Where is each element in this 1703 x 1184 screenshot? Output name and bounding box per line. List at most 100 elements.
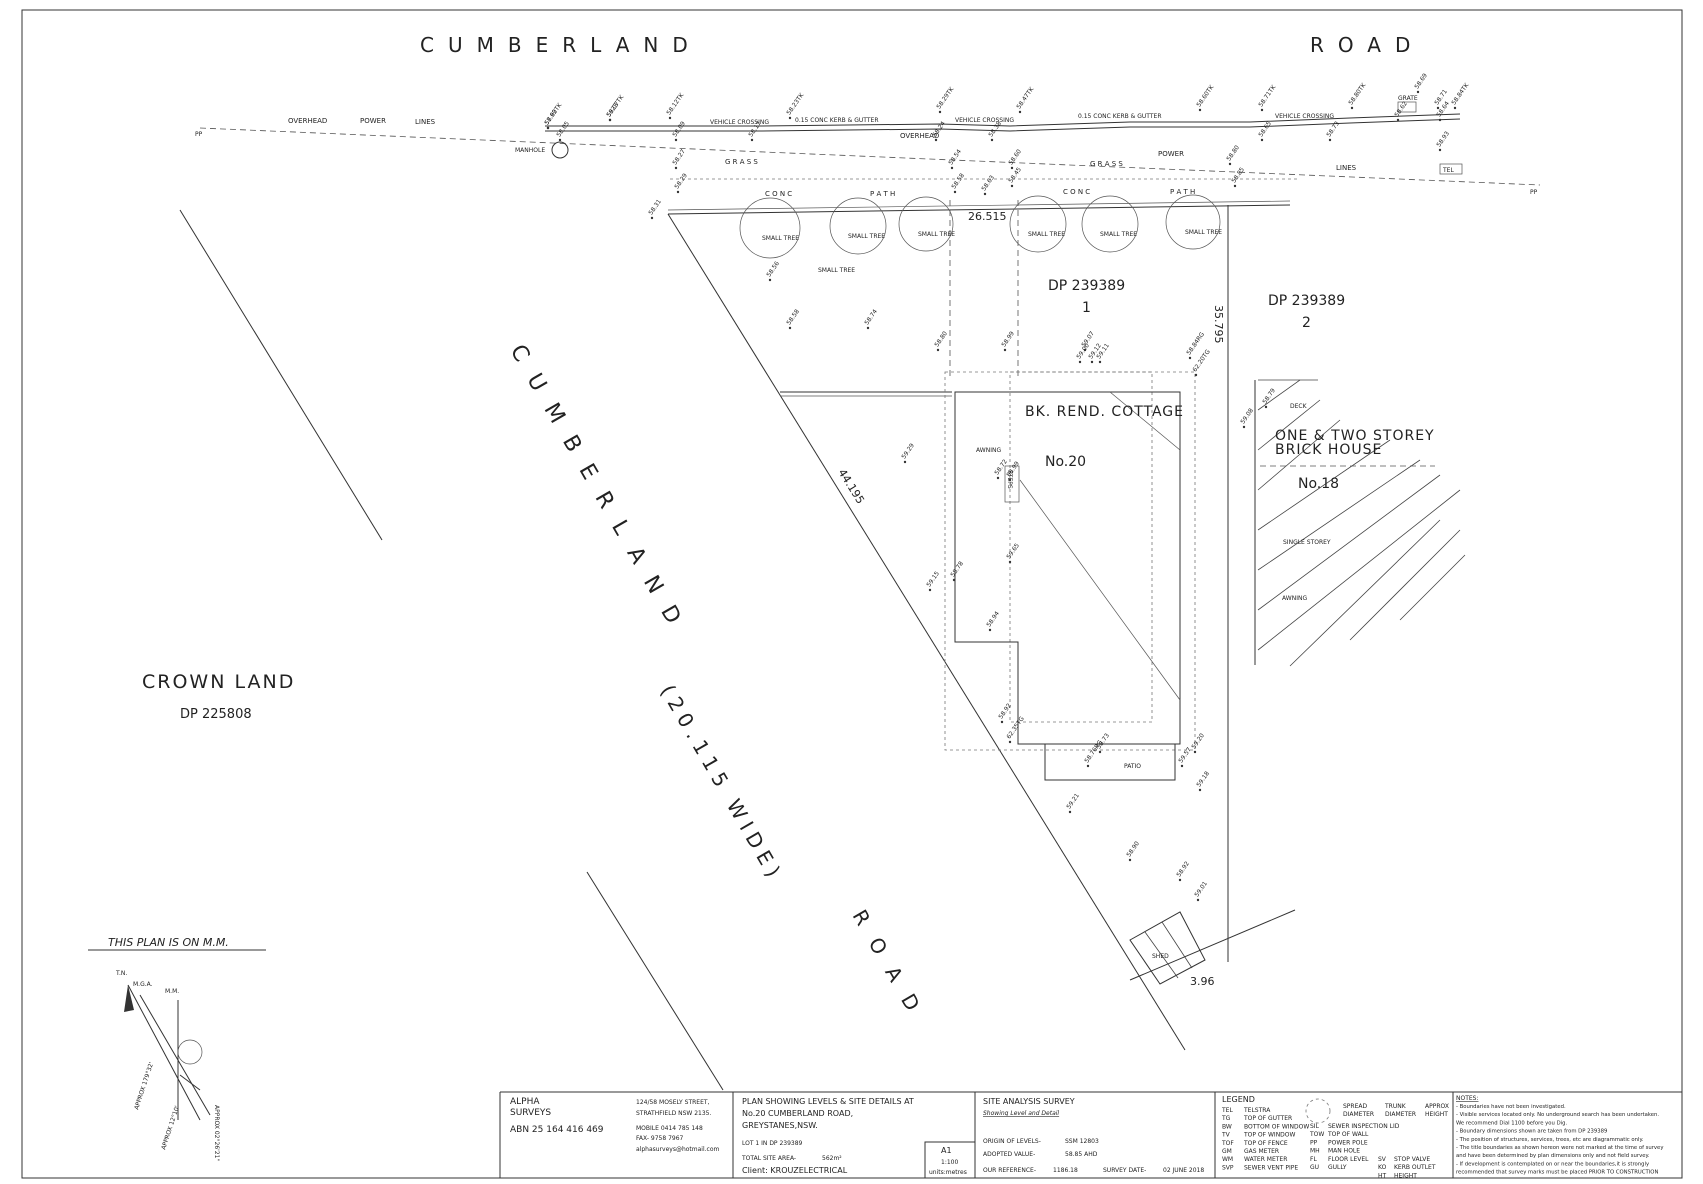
spot-level-value: 58.84TK — [1450, 81, 1471, 106]
company-name-2: SURVEYS — [510, 1108, 551, 1118]
note-line: - The position of structures, services, … — [1456, 1137, 1644, 1143]
label-lines-right: LINES — [1336, 164, 1357, 172]
spot-level-dot — [1438, 148, 1442, 152]
label-deck: DECK — [1290, 403, 1308, 410]
road-name-top-right: ROAD — [1310, 33, 1424, 57]
company-mobile: MOBILE 0414 785 148 — [636, 1125, 703, 1132]
legend-code: PP — [1310, 1139, 1318, 1146]
spot-level-dot — [1436, 106, 1440, 110]
spot-level-value: 58.60 — [1007, 148, 1023, 166]
sheet-size: A1 — [941, 1146, 952, 1155]
spot-level-dot — [768, 278, 772, 282]
spot-level-value: 59.21 — [1065, 792, 1081, 810]
label-awning-1: AWNING — [976, 447, 1001, 454]
legend-code: TG — [1221, 1115, 1231, 1122]
lot1-number: 1 — [1082, 300, 1091, 316]
spot-level: 58.60 — [1007, 148, 1023, 170]
units: units:metres — [929, 1169, 967, 1176]
tree-5 — [1081, 195, 1139, 253]
spot-level: 58.92 — [997, 702, 1013, 724]
spot-level-value: 62.20TG — [1191, 348, 1212, 373]
spot-level-value: 58.80 — [933, 330, 949, 348]
spot-level-value: 59.65 — [1005, 542, 1021, 560]
cottage-roof-line-2 — [1109, 391, 1181, 451]
neighbour-line-2: BRICK HOUSE — [1275, 442, 1382, 458]
note-line: - Boundary dimensions shown are taken fr… — [1456, 1129, 1607, 1135]
spot-level-dot — [674, 138, 678, 142]
spot-level-dot — [1264, 405, 1268, 409]
origin-label: ORIGIN OF LEVELS- — [983, 1138, 1041, 1145]
legend-spread: SPREAD — [1343, 1103, 1367, 1110]
road-width-label: (20.115 WIDE) — [656, 681, 789, 887]
spot-level-dot — [1188, 356, 1192, 360]
legend-trunk: TRUNK — [1384, 1103, 1407, 1110]
label-lines: LINES — [415, 118, 436, 126]
spot-level-value: 59.01 — [1193, 880, 1209, 898]
spot-level-dot — [1198, 108, 1202, 112]
spot-level-value: 58.80 — [1225, 144, 1241, 162]
dimension-rear: 3.96 — [1190, 975, 1215, 988]
spot-level: 58.73 — [1325, 120, 1341, 142]
label-mm: M.M. — [165, 988, 179, 995]
cottage-setback-line — [944, 371, 1196, 751]
plan-title-1: PLAN SHOWING LEVELS & SITE DETAILS AT — [742, 1097, 914, 1106]
small-trees: SMALL TREE SMALL TREE SMALL TREE SMALL T… — [739, 194, 1222, 274]
dimension-side-left: 44.195 — [835, 467, 866, 507]
spot-level-value: 58.78 — [949, 560, 965, 578]
spot-level-value: 58.65 — [1257, 120, 1273, 138]
cottage-name: BK. REND. COTTAGE — [1025, 404, 1184, 420]
label-power-right: POWER — [1158, 150, 1184, 158]
spot-level-dot — [990, 138, 994, 142]
spot-level-dot — [1068, 810, 1072, 814]
spot-level-dot — [988, 628, 992, 632]
spot-level: 58.78 — [949, 560, 965, 582]
spot-level-dot — [1260, 138, 1264, 142]
spot-level-dot — [1008, 478, 1012, 482]
note-line: - Visible services located only. No unde… — [1456, 1112, 1659, 1118]
spot-level: 58.45 — [1007, 166, 1023, 188]
cottage-outline — [954, 391, 1181, 745]
steps-symbol — [1004, 465, 1020, 503]
spot-level-dot — [953, 190, 957, 194]
spot-level-dot — [1416, 90, 1420, 94]
label-single-storey: SINGLE STOREY — [1283, 539, 1331, 546]
spot-level-dot — [676, 190, 680, 194]
label-vehicle-crossing-2: VEHICLE CROSSING — [955, 117, 1014, 124]
spot-level-dot — [952, 578, 956, 582]
spot-level: 59.65 — [1005, 542, 1021, 564]
label-approx-3: APPROX 02°26'21" — [213, 1105, 220, 1161]
spot-level-value: 58.31 — [647, 198, 663, 216]
label-small-tree-5: SMALL TREE — [1100, 231, 1137, 238]
property-frontage-line — [667, 204, 1291, 215]
spot-level-dot — [1078, 360, 1082, 364]
tree-3 — [898, 196, 954, 252]
legend-desc: POWER POLE — [1328, 1139, 1368, 1146]
legend-desc: BOTTOM OF WINDOW — [1244, 1123, 1309, 1130]
reference-value: 1186.18 — [1053, 1167, 1078, 1174]
legend-code: GM — [1222, 1148, 1232, 1155]
legend-code: SV — [1378, 1156, 1387, 1163]
spot-level-dot — [1396, 118, 1400, 122]
legend-code: TOW — [1309, 1131, 1324, 1138]
spot-level-dot — [1083, 348, 1087, 352]
legend-trunk-diameter: DIAMETER — [1385, 1111, 1416, 1118]
company-name: ALPHA — [510, 1097, 540, 1107]
company-address-1: 124/58 MOSELY STREET, — [636, 1099, 710, 1106]
notes-lines: - Boundaries have not been investigated.… — [1456, 1104, 1663, 1176]
label-kerb-gutter-2: 0.15 CONC KERB & GUTTER — [1078, 113, 1162, 120]
spot-level-dot — [1193, 750, 1197, 754]
spot-level-value: 59.57 — [1177, 746, 1193, 764]
note-line: and have been determined by plan dimensi… — [1456, 1153, 1650, 1159]
site-area-value: 562m² — [822, 1155, 842, 1162]
spot-level-dot — [608, 118, 612, 122]
spot-level: 58.92 — [1175, 860, 1191, 882]
road-name-top-left: CUMBERLAND — [420, 33, 702, 57]
grate-symbol — [1397, 101, 1417, 113]
patio-outline — [1044, 743, 1176, 781]
spot-level-value: 58.05 — [555, 120, 571, 138]
spot-level-value: 58.85 — [1230, 166, 1246, 184]
legend-desc: TELSTRA — [1243, 1107, 1271, 1114]
legend-desc: TOP OF WINDOW — [1243, 1132, 1296, 1139]
spot-level-dot — [1233, 184, 1237, 188]
spot-level: 59.08 — [1239, 407, 1255, 429]
